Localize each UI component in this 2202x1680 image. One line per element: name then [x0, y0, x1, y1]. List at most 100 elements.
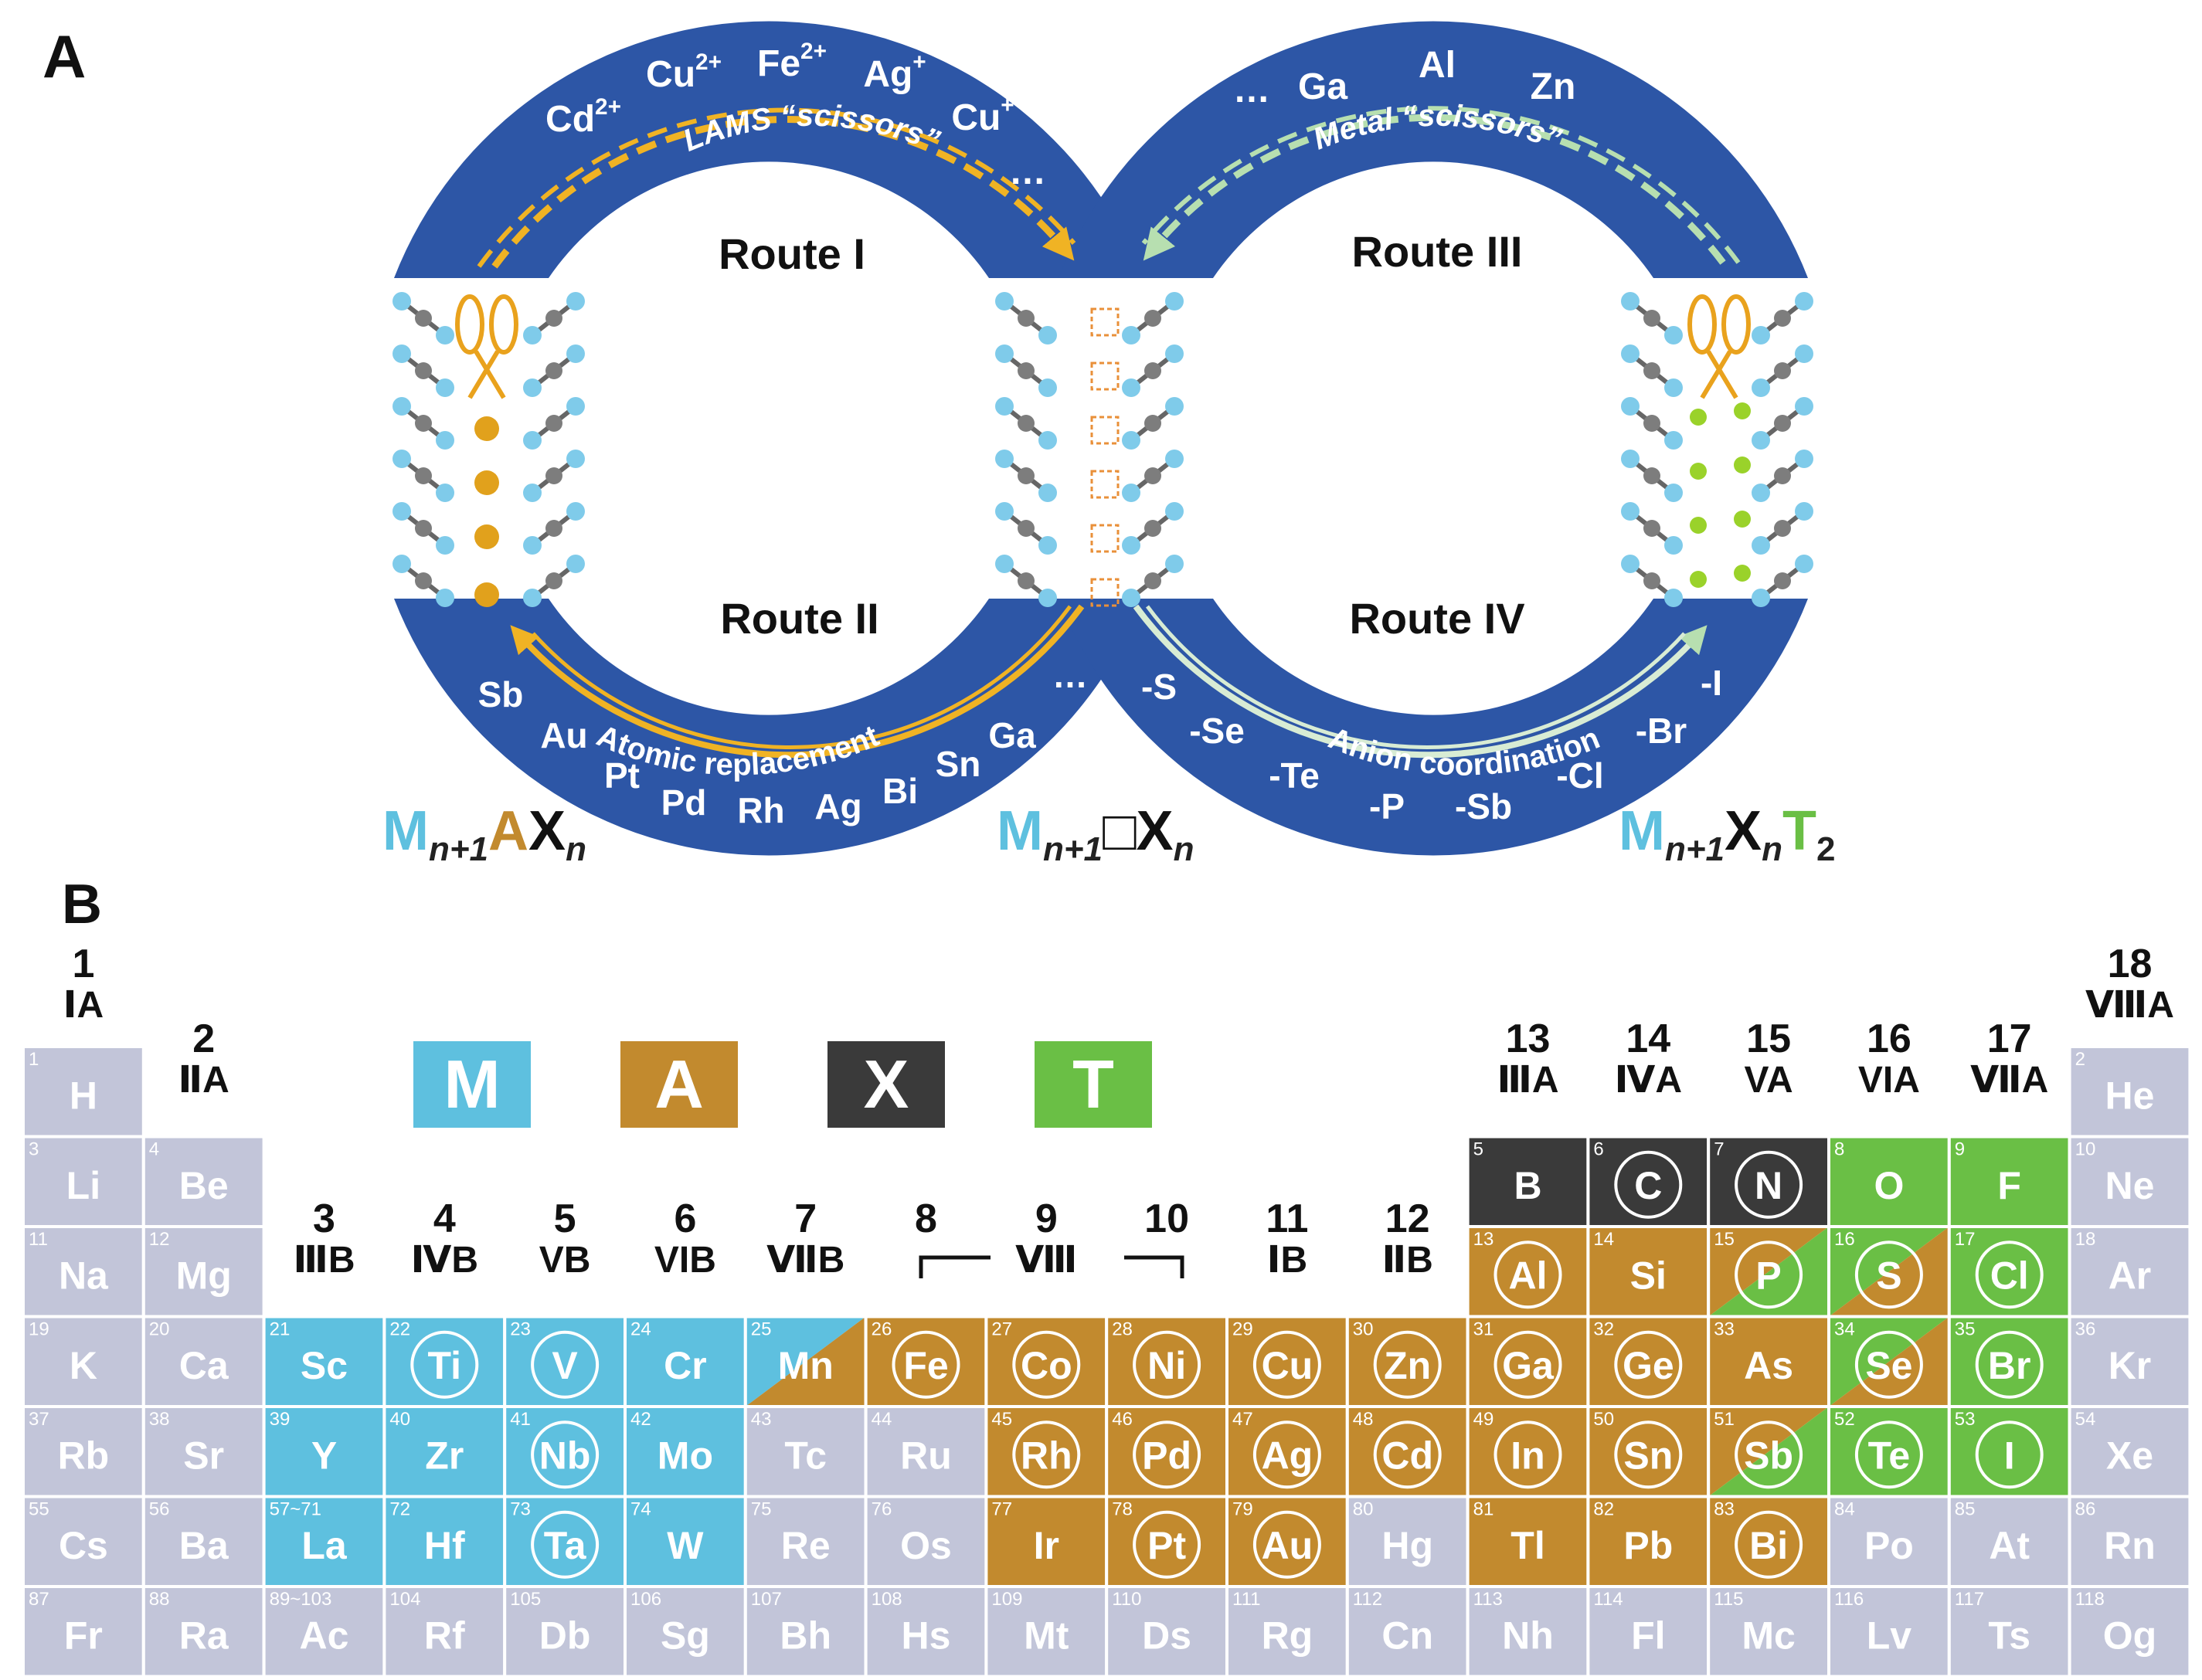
- metal-atom: [415, 310, 432, 327]
- r2labels-item: Rh: [737, 790, 784, 830]
- element-symbol: Rb: [58, 1434, 110, 1477]
- atomic-number: 9: [1955, 1139, 1965, 1160]
- atomic-number: 80: [1353, 1499, 1374, 1520]
- m-atom: [392, 292, 411, 311]
- group-roman: Ⅷ: [1015, 1240, 1077, 1281]
- lams-arrow: [491, 116, 1075, 269]
- element-symbol: Li: [66, 1164, 100, 1207]
- atomic-number: 44: [872, 1409, 892, 1430]
- element-V: 23V: [503, 1315, 627, 1408]
- m-atom: [1122, 378, 1140, 397]
- atomic-number: 41: [510, 1409, 531, 1430]
- metal-arrow: [1143, 114, 1726, 265]
- ring-marker: [1614, 1330, 1683, 1399]
- r2labels-item: Sb: [478, 674, 524, 714]
- atomic-number: 23: [510, 1319, 531, 1340]
- atomic-number: 29: [1232, 1319, 1253, 1340]
- ring-marker: [1735, 1510, 1803, 1579]
- m-atom: [523, 484, 542, 502]
- element-symbol: Ac: [300, 1614, 349, 1657]
- m-atom: [1038, 536, 1057, 555]
- atomic-number: 104: [389, 1589, 420, 1610]
- element-symbol: Sg: [661, 1614, 710, 1657]
- ring-right: [1059, 21, 1808, 856]
- atomic-number: 49: [1473, 1409, 1494, 1430]
- group-roman: ⅣB: [411, 1240, 478, 1281]
- metal-atom: [415, 467, 432, 484]
- r2labels-item: Sn: [936, 744, 981, 784]
- m-atom: [436, 484, 454, 502]
- m-atom: [523, 536, 542, 555]
- element-W: 74W: [624, 1495, 747, 1588]
- element-symbol: H: [70, 1074, 97, 1117]
- vacancy-site: [1090, 470, 1120, 499]
- atomic-number: 73: [510, 1499, 531, 1520]
- ring-marker: [531, 1420, 600, 1489]
- m-atom: [1664, 431, 1683, 450]
- group-roman: ⅦA: [1970, 1060, 2048, 1101]
- element-symbol: Nb: [539, 1434, 591, 1477]
- element-symbol: Pt: [1147, 1524, 1186, 1567]
- t-atom: [1734, 565, 1751, 582]
- ring-marker: [1735, 1150, 1803, 1219]
- periodic-table: 1H2He3Li4Be5B6C7N8O9F10Ne11Na12Mg13Al14S…: [22, 1045, 2192, 1678]
- metal-atom: [1018, 520, 1035, 537]
- crystal-structures: [392, 292, 1813, 607]
- element-symbol: Og: [2103, 1614, 2156, 1657]
- element-symbol: Hs: [902, 1614, 951, 1657]
- r4labels-item: -Te: [1269, 755, 1320, 796]
- element-symbol: As: [1744, 1344, 1793, 1387]
- element-symbol: N: [1755, 1164, 1782, 1207]
- element-symbol: Se: [1865, 1344, 1912, 1387]
- atomic-number: 105: [510, 1589, 541, 1610]
- vacancy-site: [1090, 524, 1120, 553]
- group-roman: ⅢB: [293, 1240, 355, 1281]
- metal-atom: [415, 415, 432, 432]
- r3labels-item: Ga: [1298, 66, 1347, 107]
- m-atom: [995, 344, 1014, 363]
- atomic-number: 10: [2075, 1139, 2096, 1160]
- group-roman: VIA: [1858, 1060, 1920, 1101]
- r1labels-item: Ag+: [863, 49, 926, 95]
- element-symbol: Y: [311, 1434, 337, 1477]
- m-atom: [436, 378, 454, 397]
- element-symbol: Hg: [1381, 1524, 1433, 1567]
- atomic-number: 79: [1232, 1499, 1253, 1520]
- element-symbol: Ar: [2109, 1254, 2152, 1297]
- ring-marker: [410, 1330, 479, 1399]
- element-O: 8O: [1827, 1135, 1951, 1228]
- r2labels-item: Bi: [882, 771, 918, 811]
- atomic-number: 75: [751, 1499, 772, 1520]
- element-symbol: Na: [59, 1254, 109, 1297]
- element-symbol: V: [552, 1344, 578, 1387]
- atomic-number: 113: [1473, 1589, 1503, 1610]
- a-atom: [474, 524, 499, 549]
- element-P: 15P: [1707, 1225, 1830, 1319]
- atomic-number: 87: [29, 1589, 49, 1610]
- m-atom: [1621, 555, 1640, 573]
- panel-a: A LAMS “scissors” Metal “scissors” Atomi…: [42, 21, 1835, 868]
- metal-atom: [1774, 520, 1791, 537]
- m-atom: [995, 397, 1014, 416]
- element-symbol: Si: [1630, 1254, 1667, 1297]
- element-symbol: I: [2004, 1434, 2015, 1477]
- ring-marker: [1252, 1330, 1321, 1399]
- route-1-title: Route I: [719, 229, 865, 278]
- element-Li: 3Li: [22, 1135, 145, 1228]
